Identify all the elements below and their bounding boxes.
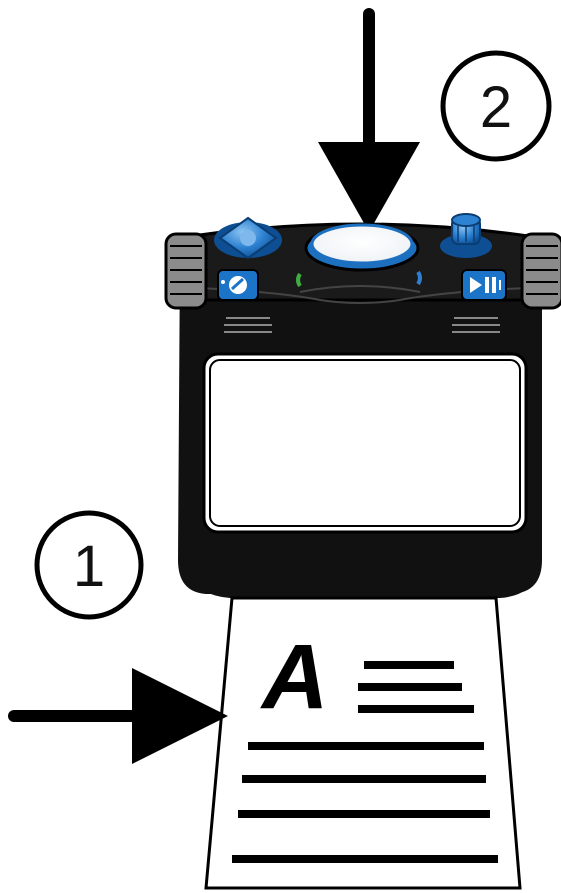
- play-pause-button[interactable]: [461, 269, 507, 301]
- power-led: [296, 272, 302, 288]
- camera-button[interactable]: [217, 269, 259, 301]
- document-text-lines: [232, 661, 498, 863]
- volume-knob[interactable]: [440, 213, 492, 258]
- right-arrow-icon: [8, 668, 228, 764]
- reading-device: [164, 213, 561, 598]
- down-arrow-icon: [318, 8, 420, 232]
- right-speaker-grille: [452, 317, 500, 333]
- step-1-marker: 1: [34, 510, 144, 620]
- step-2-label: 2: [480, 75, 512, 140]
- step-1-label: 1: [73, 534, 105, 599]
- step-2-marker: 2: [440, 50, 552, 162]
- left-speaker-grille: [224, 317, 272, 333]
- capture-button[interactable]: [304, 223, 420, 272]
- navigation-joystick[interactable]: [214, 216, 282, 260]
- document-sheet: A: [204, 596, 522, 890]
- play-pause-icon: [470, 277, 501, 293]
- camera-window: [202, 352, 528, 534]
- right-scroll-wheel[interactable]: [520, 232, 561, 310]
- left-scroll-wheel[interactable]: [164, 232, 208, 310]
- camera-icon: [221, 276, 247, 294]
- document-letter: A: [260, 626, 328, 728]
- status-led: [416, 270, 422, 286]
